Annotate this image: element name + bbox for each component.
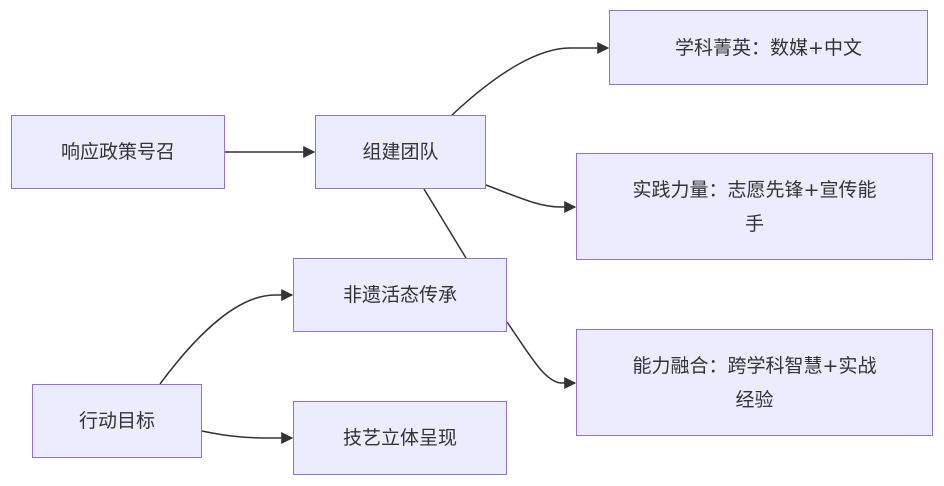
node-label: 学科菁英：数媒+中文 [675,36,862,59]
node-practice[interactable]: 实践力量：志愿先锋+宣传能手 [576,153,933,260]
node-craft[interactable]: 技艺立体呈现 [293,401,507,475]
node-label: 响应政策号召 [60,141,175,163]
node-elite[interactable]: 学科菁英：数媒+中文 [609,10,928,85]
node-label: 能力融合：跨学科智慧+实战经验 [632,354,877,411]
node-policy[interactable]: 响应政策号召 [11,115,225,189]
node-fusion[interactable]: 能力融合：跨学科智慧+实战经验 [576,329,933,436]
edge-team-heritage [423,188,467,259]
node-label: 实践力量：志愿先锋+宣传能手 [632,178,877,235]
node-label: 技艺立体呈现 [342,427,457,449]
node-label: 组建团队 [362,141,439,163]
edge-heritage-fusion [506,321,577,389]
node-heritage[interactable]: 非遗活态传承 [293,258,507,332]
edge-goal-craft [201,430,294,444]
edge-team-practice [485,184,577,213]
edge-team-elite [451,42,610,116]
node-label: 非遗活态传承 [342,284,457,306]
node-label: 行动目标 [78,410,155,432]
node-team[interactable]: 组建团队 [315,115,486,189]
edge-goal-heritage [159,289,294,385]
node-goal[interactable]: 行动目标 [32,384,202,458]
